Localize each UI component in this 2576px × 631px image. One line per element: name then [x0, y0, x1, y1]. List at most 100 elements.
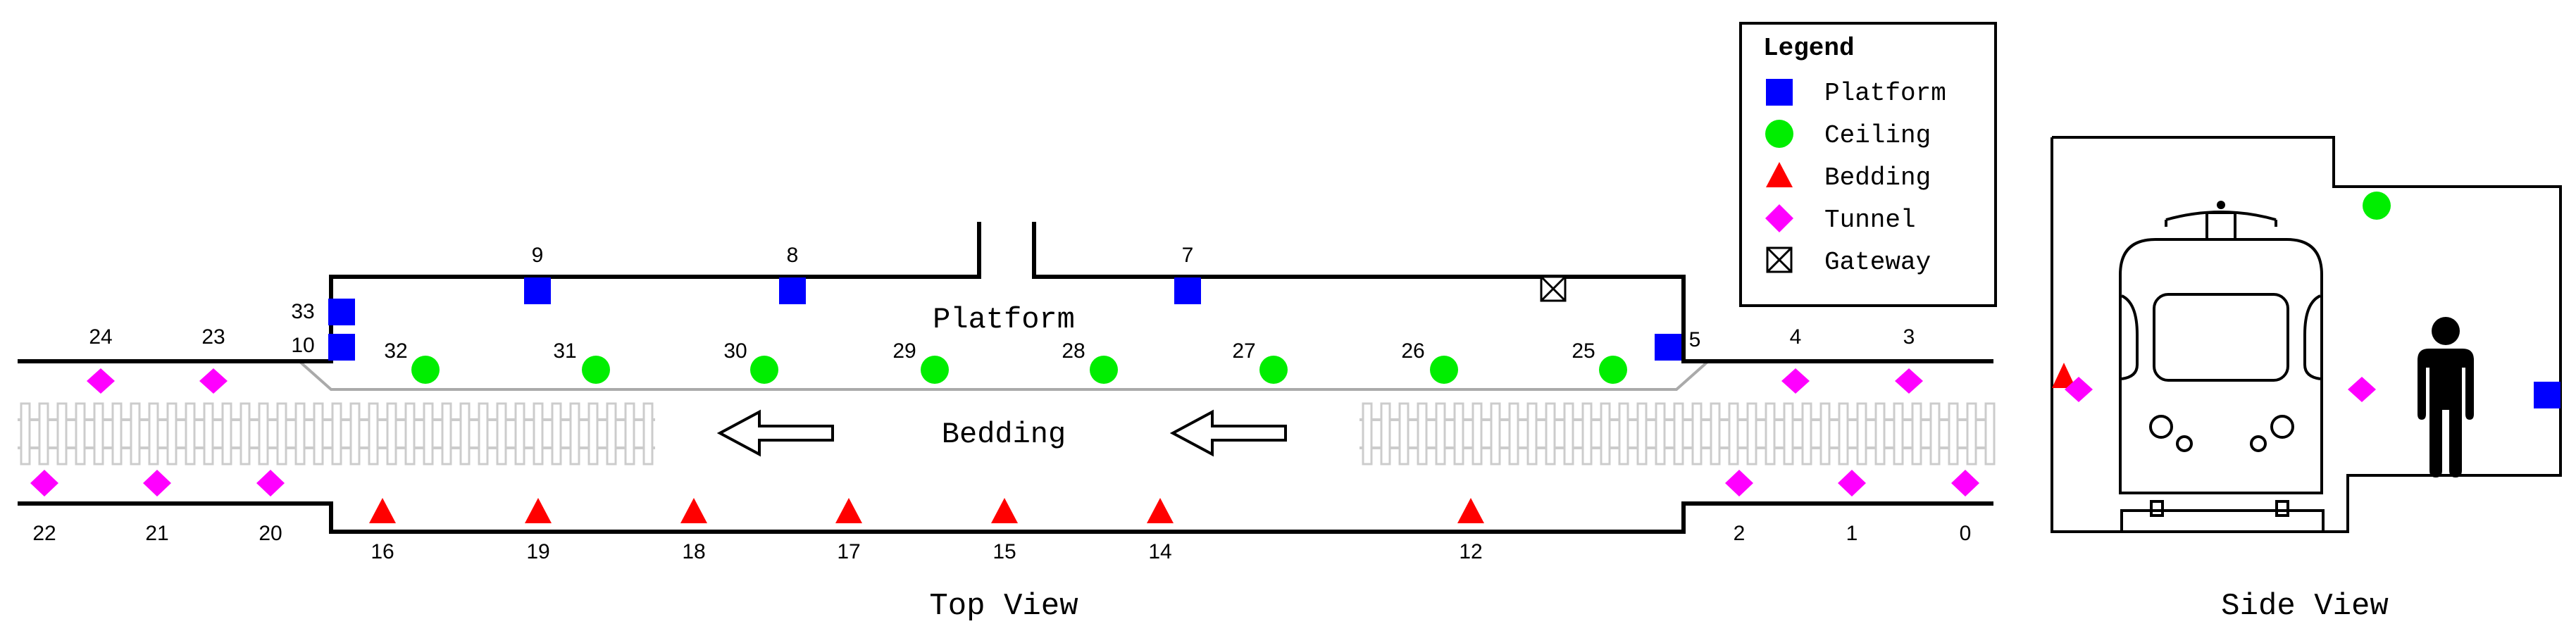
sleeper: [551, 402, 562, 466]
arrow-left-icon: [716, 409, 834, 457]
sleeper: [1380, 402, 1391, 466]
legend-label: Bedding: [1824, 163, 1931, 192]
sleeper: [166, 402, 178, 466]
sleeper: [1838, 402, 1849, 466]
sleeper: [93, 402, 104, 466]
legend-title: Legend: [1763, 34, 1855, 63]
sensor-label: 14: [1148, 540, 1171, 563]
sleeper: [294, 402, 306, 466]
tunnel-sensor: [1951, 470, 1979, 496]
sleeper: [1911, 402, 1922, 466]
sleeper: [1874, 402, 1886, 466]
sensor-label: 19: [526, 540, 549, 563]
tunnel-sensor: [1725, 470, 1753, 496]
sleeper: [1893, 402, 1904, 466]
wall-upper-left: [18, 222, 981, 363]
bedding-sensor: [369, 498, 396, 523]
sensor-label: 3: [1903, 325, 1915, 349]
legend-ceiling-marker: [1765, 120, 1793, 148]
sensor-label: 5: [1689, 328, 1701, 351]
ceiling-sensor: [921, 356, 949, 384]
sensor-label: 16: [371, 540, 394, 563]
sleeper: [38, 402, 49, 466]
platform-sensor: [779, 277, 806, 304]
sensor-label: 9: [532, 244, 544, 267]
sleeper: [1417, 402, 1428, 466]
sleeper: [1710, 402, 1721, 466]
sensor-label: 7: [1182, 244, 1194, 267]
sensor-label: 30: [723, 339, 747, 363]
sensor-label: 12: [1459, 540, 1482, 563]
sleeper: [386, 402, 397, 466]
tracks: [18, 402, 1996, 466]
tunnel-sensor: [1781, 368, 1810, 394]
bedding-sensor: [1147, 498, 1174, 523]
sleeper: [1618, 402, 1629, 466]
gateway-icon: [1540, 275, 1567, 302]
sleeper: [1929, 402, 1941, 466]
sleeper: [1783, 402, 1794, 466]
bedding-sensor: [835, 498, 862, 523]
sensor-label: 25: [1572, 339, 1595, 363]
platform-sensor: [1174, 277, 1201, 304]
sensor-label: 8: [787, 244, 799, 267]
sensor-label: 20: [259, 522, 282, 545]
tunnel-sensor: [87, 368, 115, 394]
sleeper: [1362, 402, 1373, 466]
sleeper: [1819, 402, 1831, 466]
sleeper: [587, 402, 599, 466]
legend-tunnel-marker: [1765, 204, 1793, 232]
ceiling-sensor: [750, 356, 778, 384]
sleeper: [1526, 402, 1538, 466]
sensor-label: 33: [291, 300, 314, 323]
sleeper: [1948, 402, 1959, 466]
sleeper: [423, 402, 434, 466]
bedding-sensor: [2052, 363, 2076, 388]
bedding-sensor: [991, 498, 1018, 523]
sleeper: [624, 402, 635, 466]
sleeper: [111, 402, 123, 466]
legend-label: Gateway: [1824, 248, 1931, 277]
ceiling-sensor: [411, 356, 440, 384]
tunnel-sensor: [143, 470, 171, 496]
sleeper: [203, 402, 214, 466]
sleeper: [496, 402, 507, 466]
sleeper: [1508, 402, 1519, 466]
sleeper: [221, 402, 232, 466]
sleeper: [441, 402, 452, 466]
sleeper: [569, 402, 580, 466]
sensor-label: 23: [201, 325, 225, 349]
sleeper: [1636, 402, 1648, 466]
top-view-caption: Top View: [929, 589, 1078, 624]
sleeper: [459, 402, 471, 466]
tunnel-sensor: [2065, 377, 2093, 402]
sensor-label: 2: [1734, 522, 1746, 545]
sleeper: [1545, 402, 1556, 466]
legend-label: Ceiling: [1824, 121, 1931, 150]
sleeper: [1673, 402, 1684, 466]
sleeper: [1453, 402, 1464, 466]
legend-label: Platform: [1824, 79, 1946, 108]
bedding-area-label: Bedding: [942, 418, 1066, 451]
platform-sensor: [1655, 334, 1681, 361]
gateway-icon: [1766, 246, 1793, 273]
sleeper: [1581, 402, 1593, 466]
sensor-label: 1: [1846, 522, 1858, 545]
platform-sensor: [328, 299, 355, 325]
platform-sensor: [524, 277, 551, 304]
sensor-label: 21: [145, 522, 168, 545]
side-view-caption: Side View: [2221, 589, 2389, 624]
sleeper: [313, 402, 324, 466]
sleeper: [1490, 402, 1501, 466]
sensor-label: 28: [1062, 339, 1085, 363]
sensor-label: 29: [892, 339, 916, 363]
legend-bedding-marker: [1766, 162, 1793, 187]
sleeper: [514, 402, 525, 466]
sleeper: [533, 402, 544, 466]
sleeper: [239, 402, 251, 466]
wall-lower: [18, 501, 1993, 534]
sleeper: [404, 402, 416, 466]
sensor-label: 26: [1401, 339, 1424, 363]
sensor-label: 0: [1960, 522, 1972, 545]
